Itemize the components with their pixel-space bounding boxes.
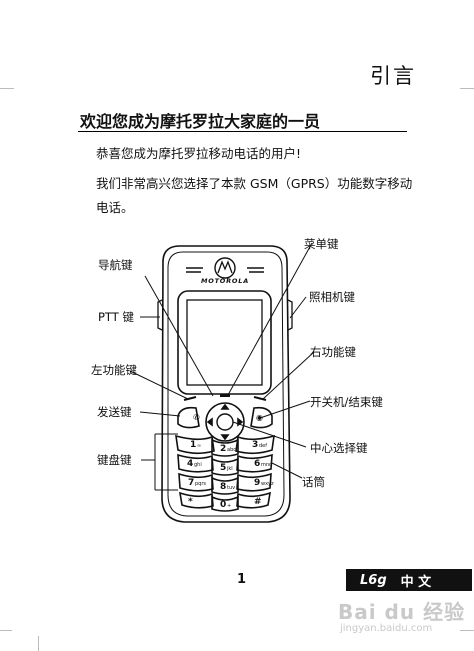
- crop-mark: [460, 630, 474, 631]
- key-9-sub: wxyz: [261, 481, 274, 487]
- intro-paragraph-1: 恭喜您成为摩托罗拉移动电话的用户!: [96, 146, 302, 161]
- watermark-url: jingyan.baidu.com: [340, 623, 433, 634]
- label-microphone: 话筒: [302, 475, 325, 489]
- label-center-select-key: 中心选择键: [310, 441, 368, 455]
- key-hash: #: [254, 497, 262, 507]
- label-power-end-key: 开关机/结束键: [310, 395, 383, 409]
- label-ptt-key: PTT 键: [98, 310, 134, 324]
- label-send-key: 发送键: [97, 405, 132, 419]
- key-4-sub: ghi: [194, 462, 202, 468]
- crop-mark: [0, 88, 14, 89]
- key-5: 5: [220, 463, 226, 473]
- leader-power-end-key: [259, 400, 311, 419]
- display-screen: [186, 299, 263, 386]
- key-9: 9: [254, 478, 260, 488]
- key-star: *: [188, 497, 193, 507]
- key-0-sub: +: [227, 503, 231, 509]
- leader-center-select-key: [232, 421, 307, 448]
- label-left-soft-key: 左功能键: [91, 363, 137, 377]
- key-2-sub: abc: [227, 447, 236, 453]
- phone-brand: MOTOROLA: [201, 277, 249, 285]
- ptt-side-key: [157, 299, 163, 331]
- key-7-sub: pqrs: [195, 481, 206, 487]
- label-right-soft-key: 右功能键: [310, 345, 356, 359]
- key-8: 8: [220, 482, 226, 492]
- key-0: 0: [220, 500, 226, 510]
- label-nav-key: 导航键: [98, 258, 133, 272]
- phone-body: [161, 245, 291, 523]
- page-number: 1: [237, 572, 247, 587]
- send-key-icon: ✆: [193, 413, 200, 422]
- leader-microphone: [271, 462, 303, 479]
- key-3-sub: def: [259, 443, 267, 449]
- key-6-sub: mno: [261, 462, 272, 468]
- footer-model: L6g: [360, 572, 387, 588]
- label-keypad: 键盘键: [97, 453, 132, 467]
- label-menu-key: 菜单键: [304, 237, 339, 251]
- leader-send-key: [139, 411, 181, 417]
- watermark-logo: Bai du 经验: [338, 600, 466, 624]
- intro-paragraph-2: 我们非常高兴您选择了本款 GSM（GPRS）功能数字移动电话。: [96, 176, 413, 215]
- key-5-sub: jkl: [226, 466, 233, 472]
- key-1: 1: [190, 440, 196, 450]
- crop-mark: [460, 88, 474, 89]
- crop-mark: [38, 636, 39, 651]
- leader-right-soft-key: [262, 351, 315, 400]
- key-1-sub: ∞: [197, 443, 201, 449]
- key-7: 7: [188, 478, 194, 488]
- motorola-logo: [214, 257, 236, 279]
- key-4: 4: [187, 459, 193, 469]
- footer-language: 中 文: [400, 574, 432, 590]
- crop-mark: [0, 630, 12, 631]
- heading-rule: [78, 131, 407, 132]
- leader-keypad: [141, 433, 178, 491]
- leader-menu-key: [227, 242, 313, 396]
- section-heading: 欢迎您成为摩托罗拉大家庭的一员: [80, 112, 321, 131]
- leader-left-soft-key: [129, 370, 189, 400]
- key-3: 3: [252, 440, 258, 450]
- key-8-sub: tuv: [227, 485, 235, 491]
- chapter-title: 引言: [370, 64, 416, 88]
- label-camera-key: 照相机键: [309, 290, 355, 304]
- footer-bar: L6g 中 文: [346, 569, 472, 591]
- end-key-icon: ◉: [256, 413, 263, 422]
- key-6: 6: [254, 459, 260, 469]
- leader-nav-key: [144, 275, 214, 397]
- leader-camera-key: [289, 296, 307, 319]
- key-2: 2: [220, 444, 226, 454]
